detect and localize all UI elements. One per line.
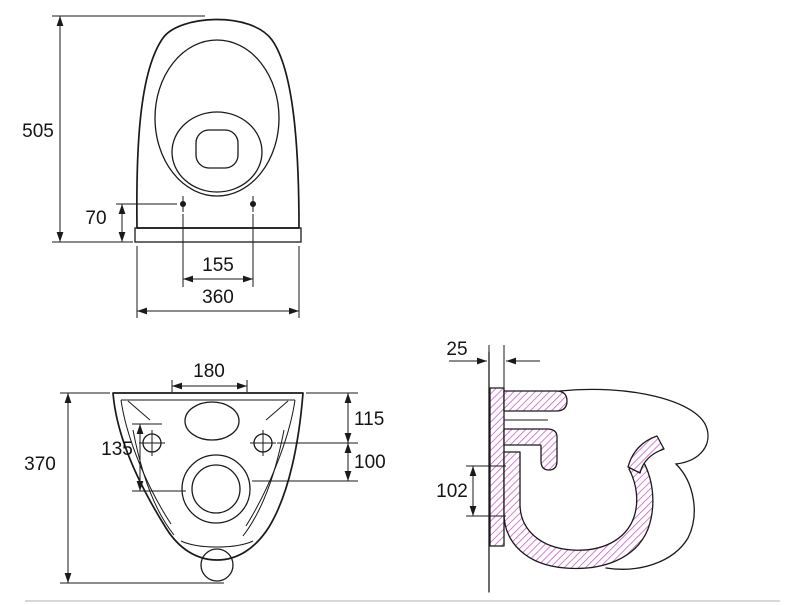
dim-rim-to-holes-115: 115 [277, 392, 384, 444]
dim-top-width-180: 180 [171, 361, 248, 392]
dim-label-hole-spacing: 155 [202, 255, 234, 276]
inner-bowl-line [171, 111, 263, 193]
outer-shell-profile [559, 388, 709, 570]
dim-height-370: 370 [24, 392, 224, 584]
dim-label-hole-offset: 70 [85, 208, 106, 229]
front-outline [112, 392, 304, 561]
dim-depth-505: 505 [22, 15, 205, 243]
dim-label-width: 360 [202, 287, 234, 308]
seat-opening [154, 39, 280, 197]
inlet-duct-section [503, 428, 558, 471]
dim-holes-to-outlet-100: 100 [252, 443, 386, 482]
outlet-circle-inner [191, 464, 241, 514]
dim-hole-offset-70: 70 [85, 203, 177, 242]
dim-label-top-width: 180 [193, 361, 225, 382]
outlet-circle-outer [181, 454, 251, 524]
front-corner-slant-right [265, 400, 289, 421]
dim-label-rim-to-holes: 115 [354, 409, 384, 430]
top-duct-section [503, 390, 568, 412]
dim-width-360: 360 [136, 246, 300, 318]
drain-circle [200, 548, 234, 582]
front-view: 180 115 100 135 370 [24, 361, 386, 584]
front-corner-slant-left [127, 400, 151, 421]
dim-label-depth: 505 [22, 121, 54, 142]
bowl-curve-left [132, 429, 175, 536]
dim-label-height: 370 [24, 454, 56, 475]
mounting-hole-right [250, 196, 256, 212]
cistern-port [184, 401, 240, 441]
top-view: 505 70 155 360 [22, 15, 302, 318]
dim-wall-offset-25: 25 [446, 339, 540, 388]
mounting-plate-section [489, 387, 505, 547]
dim-outlet-height-102: 102 [436, 465, 506, 517]
wall-flange [134, 227, 302, 243]
rim-section [627, 435, 665, 474]
dim-label-inner-span: 135 [101, 439, 133, 460]
front-mounting-hole-left [139, 430, 165, 456]
bowl-section [503, 451, 654, 570]
dim-inner-span-135: 135 [101, 423, 186, 492]
bottom-arc [180, 540, 254, 548]
front-mounting-hole-right [250, 430, 276, 456]
dim-label-wall-offset: 25 [446, 339, 467, 360]
flush-outlet [195, 129, 239, 169]
side-section-view: 25 102 [436, 339, 709, 593]
bowl-outline [136, 18, 300, 229]
dim-label-holes-to-outlet: 100 [354, 452, 386, 473]
dim-label-outlet-height: 102 [436, 481, 468, 502]
front-inner-edge-left [120, 399, 172, 525]
dim-hole-spacing-155: 155 [182, 214, 254, 287]
mounting-hole-left [180, 196, 186, 212]
front-inner-edge-right [245, 399, 296, 527]
